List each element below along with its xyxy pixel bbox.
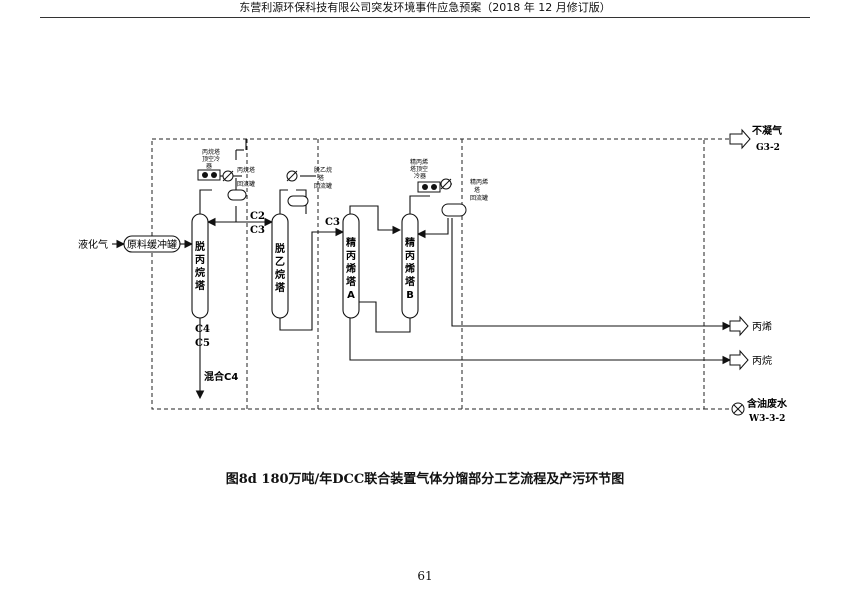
- tower-t2-char-1: 乙: [275, 256, 285, 268]
- cooler1-label-2: 器: [206, 163, 212, 170]
- tower-t2: [271, 213, 289, 319]
- output-propylene: 丙烯: [729, 315, 772, 337]
- stream-c4: C4: [195, 324, 210, 335]
- cooler2-label-2: 冷器: [414, 172, 426, 180]
- tower-t4-char-4: B: [406, 290, 414, 301]
- buffer-tank-label: 原料缓冲罐: [127, 238, 177, 251]
- tower-t3-char-1: 丙: [346, 250, 356, 262]
- stream-c2: C2: [250, 211, 265, 222]
- tower-t4-char-3: 塔: [405, 275, 416, 288]
- air-cooler-2: [417, 181, 441, 193]
- page-header: 东营利源环保科技有限公司突发环境事件应急预案（2018 年 12 月修订版）: [239, 1, 611, 14]
- reflux2-label-2: 回流罐: [314, 182, 332, 190]
- reflux2-label-0: 脱乙烷: [314, 166, 332, 174]
- page-number: 61: [417, 569, 433, 583]
- stream-c5: C5: [195, 338, 210, 349]
- reflux2-label-1: 塔: [318, 174, 324, 182]
- tower-t3-char-2: 烯: [346, 262, 356, 275]
- stream-c3-a: C3: [250, 225, 265, 236]
- output-gas-code: G3-2: [756, 143, 780, 153]
- output-gas-name: 不凝气: [752, 124, 782, 137]
- tower-t1-char-1: 丙: [195, 254, 205, 266]
- reflux3-label-0: 精丙烯: [470, 178, 488, 186]
- tower-t4-char-0: 精: [405, 236, 415, 249]
- tower-t4-char-1: 丙: [405, 250, 415, 262]
- tower-t1-char-0: 脱: [195, 240, 205, 253]
- dashed-boundaries: [151, 138, 730, 410]
- figure-caption: 图8d 180万吨/年DCC联合装置气体分馏部分工艺流程及产污环节图: [225, 472, 625, 487]
- cooler1-label-0: 丙烷塔: [202, 148, 220, 156]
- output-gas: 不凝气 G3-2: [729, 124, 782, 153]
- tower-t3: [342, 213, 360, 319]
- heat-exchanger-3: [440, 178, 452, 190]
- heat-exchanger-2: [286, 170, 298, 182]
- header-rule: [40, 17, 810, 18]
- tower-t3-char-4: A: [347, 290, 355, 301]
- tower-t4: [401, 213, 419, 319]
- tower-t2-char-2: 烷: [275, 268, 285, 281]
- reflux1-label-1: 回流罐: [237, 180, 255, 188]
- reflux1-label-0: 丙烷塔: [237, 166, 255, 174]
- tower-t1: [191, 213, 209, 319]
- heat-exchanger-1: [222, 170, 234, 182]
- output-water-name: 含油废水: [747, 397, 788, 410]
- reflux3-label-1: 塔: [474, 186, 480, 194]
- output-propane: 丙烷: [729, 349, 772, 371]
- output-propane-label: 丙烷: [752, 354, 772, 367]
- reflux-drum-1: [227, 189, 247, 201]
- cooler2-label-0: 精丙烯: [410, 158, 428, 166]
- feed-label: 液化气: [78, 238, 108, 251]
- reflux-drum-3: [441, 203, 467, 217]
- reflux3-label-2: 回流罐: [470, 194, 488, 202]
- output-propylene-label: 丙烯: [752, 320, 772, 333]
- tower-t1-char-3: 塔: [195, 279, 206, 292]
- air-cooler-1: [197, 169, 221, 181]
- reflux-drum-2: [287, 195, 309, 207]
- tower-t2-char-0: 脱: [275, 242, 285, 255]
- tower-t4-char-2: 烯: [405, 262, 415, 275]
- output-mixed-c4-label: 混合C4: [204, 370, 238, 383]
- output-wastewater: 含油废水 W3-3-2: [731, 397, 788, 424]
- tower-t1-char-2: 烷: [195, 266, 205, 279]
- tower-t2-char-3: 塔: [275, 281, 286, 294]
- cooler1-label-1: 顶空冷: [202, 155, 220, 163]
- buffer-tank: [123, 235, 181, 253]
- tower-t3-char-3: 塔: [346, 275, 357, 288]
- cooler2-label-1: 塔顶空: [410, 165, 428, 173]
- output-water-code: W3-3-2: [748, 414, 785, 424]
- stream-c3-b: C3: [325, 217, 340, 228]
- tower-t3-char-0: 精: [346, 236, 356, 249]
